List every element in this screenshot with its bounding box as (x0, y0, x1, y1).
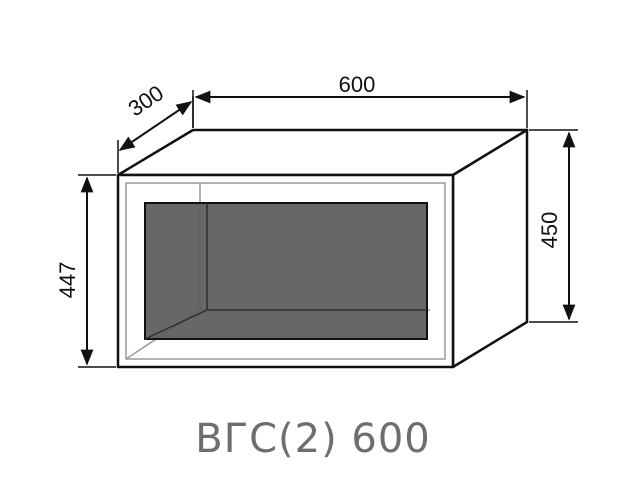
dimension-depth-label: 300 (124, 80, 168, 121)
dimension-height-outer-label: 450 (537, 212, 562, 249)
dimension-depth-line (118, 101, 193, 151)
glass-panel (144, 202, 428, 340)
product-caption: ВГС(2) 600 (195, 416, 431, 462)
dimension-height-front-label: 447 (55, 262, 80, 299)
dimension-height-front: 447 (55, 174, 116, 368)
dimension-width: 600 (192, 72, 528, 128)
dimension-height-outer: 450 (529, 129, 578, 323)
dimension-width-label: 600 (339, 72, 376, 97)
front-inner-frame (125, 182, 446, 360)
